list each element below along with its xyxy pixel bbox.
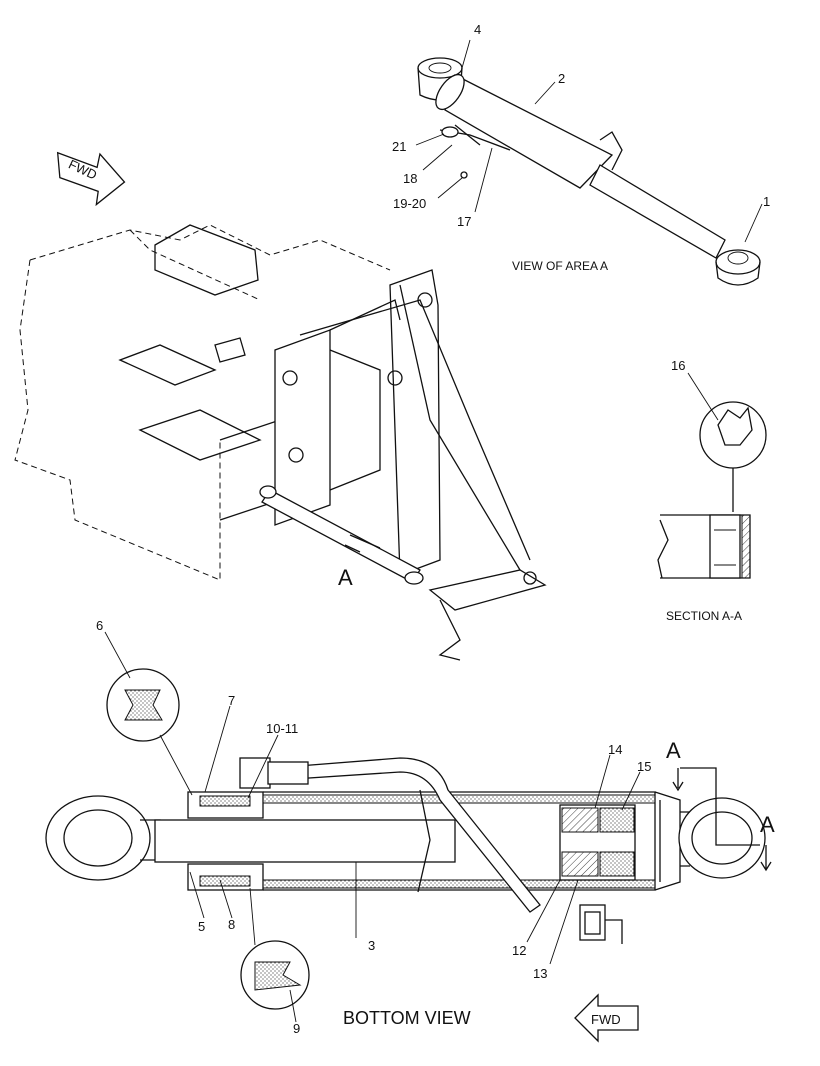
callout-4: 4 [474,22,481,37]
callout-21: 21 [392,139,406,154]
callout-1: 1 [763,194,770,209]
section-aa-detail [657,372,767,579]
callout-2: 2 [558,71,565,86]
section-aa-caption: SECTION A-A [666,609,742,623]
view-area-a-caption: VIEW OF AREA A [512,259,608,273]
callout-14: 14 [608,742,622,757]
section-a-marker-top: A [666,738,681,763]
callout-19-20: 19-20 [393,196,426,211]
fwd-arrow-icon-top [56,151,126,207]
callout-3: 3 [368,938,375,953]
callout-10-11: 10-11 [266,721,298,736]
callout-8: 8 [228,917,235,932]
callout-6: 6 [96,618,103,633]
bottom-section-view: A A [45,631,775,1023]
callout-17: 17 [457,214,471,229]
frame-assembly-view: A [14,224,547,661]
callout-16: 16 [671,358,685,373]
callout-12: 12 [512,943,526,958]
callout-15: 15 [637,759,651,774]
fwd-label-bottom: FWD [591,1012,621,1027]
callout-13: 13 [533,966,547,981]
callout-labels: 1 2 4 16 17 18 19-20 21 6 7 10-11 14 15 … [96,22,770,1036]
section-a-marker-right: A [760,812,775,837]
cylinder-detail-view [415,39,763,286]
bottom-view-caption: BOTTOM VIEW [343,1008,471,1028]
view-captions: VIEW OF AREA A SECTION A-A BOTTOM VIEW F… [66,156,742,1028]
fwd-arrow-icon-bottom [574,993,639,1043]
view-a-marker: A [338,565,353,590]
callout-5: 5 [198,919,205,934]
callout-9: 9 [293,1021,300,1036]
callout-7: 7 [228,693,235,708]
callout-18: 18 [403,171,417,186]
